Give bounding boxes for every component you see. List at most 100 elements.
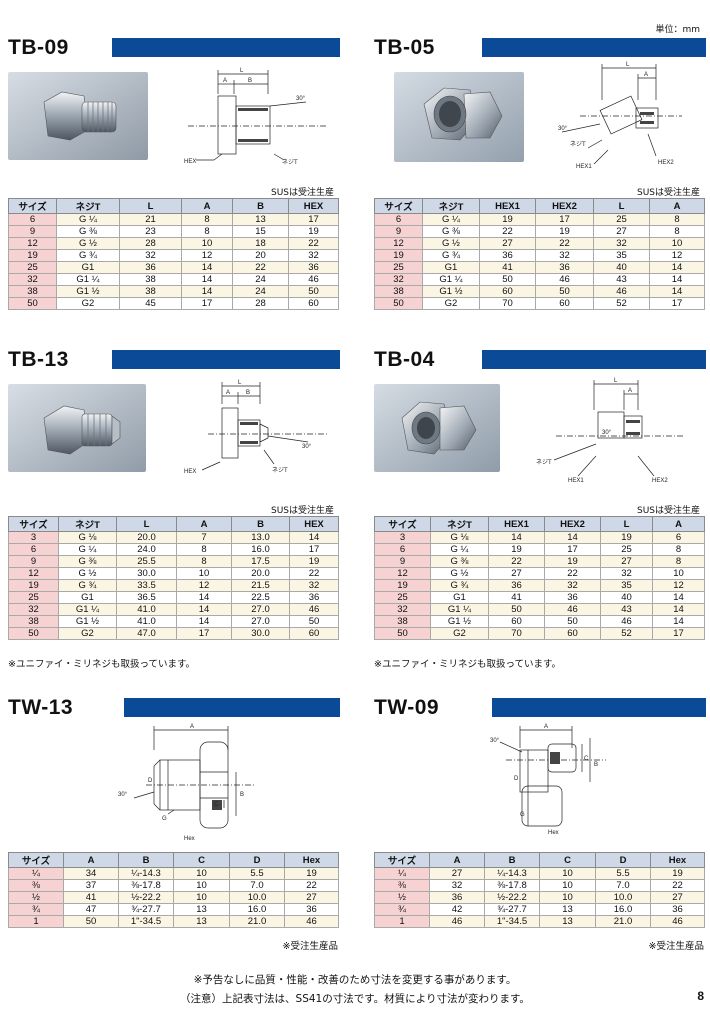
table-cell: 19 — [544, 555, 601, 568]
section-title: TB-13 — [8, 348, 69, 371]
size-cell: 9 — [8, 555, 59, 568]
table-cell: ¼-14.3 — [118, 867, 174, 880]
dim-L: L — [240, 68, 244, 74]
table-cell: 17 — [652, 627, 705, 640]
product-photo — [8, 384, 146, 472]
table-cell: 43 — [593, 273, 650, 286]
sus-note: SUSは受注生産 — [270, 188, 334, 198]
table-cell: 14 — [181, 273, 233, 286]
dim-hex: HEX — [184, 159, 196, 165]
size-cell: 38 — [374, 285, 423, 298]
table-cell: 25 — [593, 213, 650, 226]
size-cell: 19 — [8, 579, 59, 592]
table-cell: G2 — [58, 627, 117, 640]
table-cell: 12 — [652, 579, 705, 592]
table-cell: 60 — [288, 297, 339, 310]
table-cell: G2 — [56, 297, 120, 310]
dim-angle: 30° — [118, 792, 128, 798]
table-cell: 27 — [479, 237, 536, 250]
table-cell: 46 — [284, 915, 339, 928]
table-cell: 36.5 — [116, 591, 177, 604]
table-cell: 24.0 — [116, 543, 177, 556]
size-cell: 50 — [8, 627, 59, 640]
dim-thread: ネジT — [570, 141, 586, 148]
technical-drawing: A B C D G 30° Hex — [104, 720, 264, 848]
table-cell: 36 — [544, 591, 601, 604]
table-cell: 5.5 — [595, 867, 651, 880]
table-cell: 32 — [429, 879, 485, 892]
table-cell: 21.0 — [229, 915, 285, 928]
size-cell: 50 — [374, 627, 431, 640]
table-cell: 1"-34.5 — [118, 915, 174, 928]
table-cell: 41.0 — [116, 603, 177, 616]
table-cell: 37 — [63, 879, 119, 892]
table-cell: 50 — [488, 603, 545, 616]
table-cell: 22 — [232, 261, 289, 274]
table-cell: 16.0 — [231, 543, 290, 556]
size-cell: ½ — [8, 891, 64, 904]
dim-G: G — [520, 812, 525, 818]
size-cell: 19 — [8, 249, 57, 262]
table-cell: 38 — [119, 273, 182, 286]
table-cell: 15 — [232, 225, 289, 238]
dim-B: B — [240, 792, 244, 798]
title-bar — [124, 698, 340, 717]
table-cell: 27 — [650, 891, 705, 904]
size-cell: 50 — [374, 297, 423, 310]
table-cell: G ½ — [56, 237, 120, 250]
section-tw13: TW-13 A B C D G 30° Hex — [8, 696, 340, 956]
table-cell: 14 — [649, 261, 705, 274]
dim-angle: 30° — [602, 430, 612, 436]
table-cell: 32 — [544, 579, 601, 592]
table-cell: ½-22.2 — [118, 891, 174, 904]
size-cell: 1 — [374, 915, 430, 928]
table-cell: 17 — [181, 297, 233, 310]
table-cell: 12 — [181, 249, 233, 262]
table-cell: 18 — [232, 237, 289, 250]
table-cell: G ¼ — [58, 543, 117, 556]
table-cell: 8 — [181, 213, 233, 226]
column-header: サイズ — [374, 198, 423, 214]
size-cell: 3 — [374, 531, 431, 544]
table-cell: 45 — [119, 297, 182, 310]
column-header: ネジT — [430, 516, 489, 532]
table-cell: G ⅜ — [422, 225, 480, 238]
dim-D: D — [514, 776, 519, 782]
table-cell: G1 ¼ — [58, 603, 117, 616]
table-cell: 10 — [649, 237, 705, 250]
size-cell: ¾ — [374, 903, 430, 916]
table-cell: 24 — [232, 273, 289, 286]
size-cell: ⅜ — [374, 879, 430, 892]
column-header: HEX2 — [544, 516, 601, 532]
table-cell: 12 — [176, 579, 232, 592]
table-cell: 36 — [429, 891, 485, 904]
table-cell: 32 — [288, 249, 339, 262]
table-cell: 21.0 — [595, 915, 651, 928]
table-cell: G2 — [430, 627, 489, 640]
column-header: L — [116, 516, 177, 532]
dim-angle: 30° — [296, 96, 306, 102]
table-cell: 22 — [479, 225, 536, 238]
table-cell: 5.5 — [229, 867, 285, 880]
table-cell: 19 — [289, 555, 339, 568]
section-title: TB-04 — [374, 348, 435, 371]
size-cell: 25 — [374, 591, 431, 604]
size-cell: 32 — [374, 603, 431, 616]
